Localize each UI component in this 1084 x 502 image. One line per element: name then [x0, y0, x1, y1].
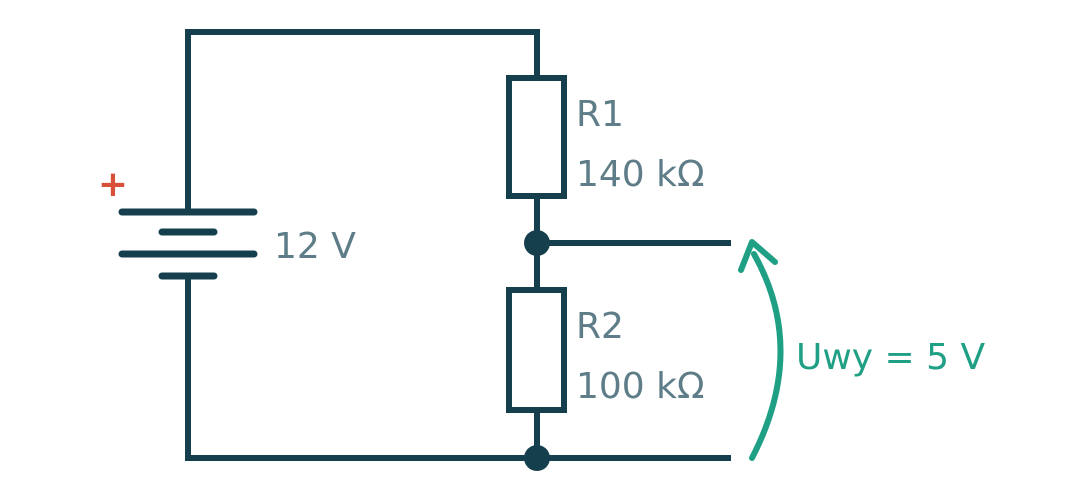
output-voltage-label: Uwy = 5 V	[796, 337, 985, 378]
top-wire	[185, 29, 540, 213]
resistor-r2	[506, 287, 567, 413]
curved-arrow-icon	[738, 239, 784, 461]
output-arrow-arc	[749, 251, 784, 461]
r1-value-label: 140 kΩ	[576, 154, 705, 195]
resistor-r1	[506, 75, 567, 199]
r2-value-label: 100 kΩ	[576, 366, 705, 407]
r2-name-label: R2	[576, 306, 624, 347]
wires	[185, 29, 731, 461]
r1-name-label: R1	[576, 94, 624, 135]
battery-voltage-label: 12 V	[274, 226, 356, 267]
junction-dot-middle	[524, 230, 550, 256]
battery-plus-sign: +	[98, 164, 128, 205]
output-arrow-head	[738, 239, 778, 273]
junction-dot-bottom	[524, 445, 550, 471]
battery	[118, 208, 258, 280]
